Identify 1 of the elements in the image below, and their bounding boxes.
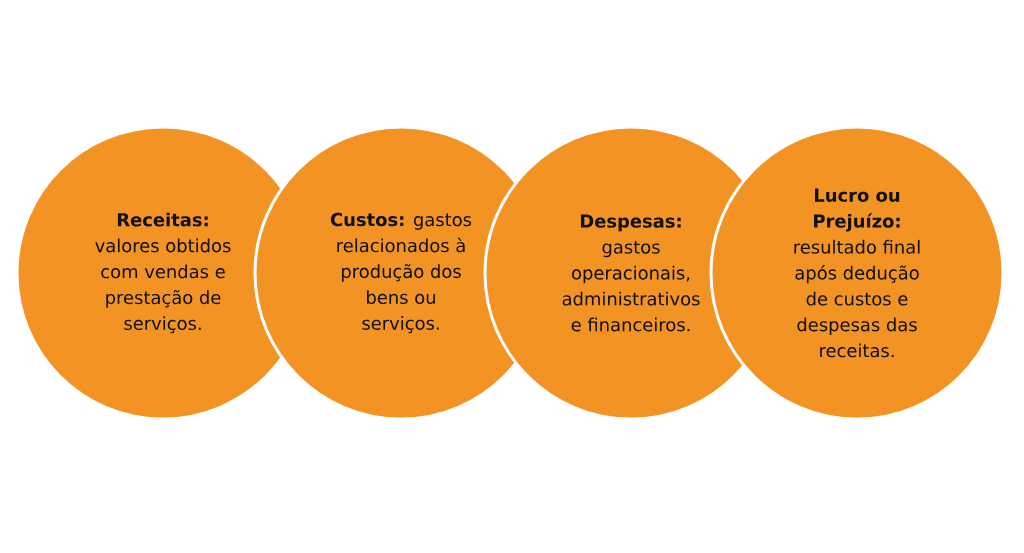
node-label: Lucro ou Prejuízo: resultado final após dedução de custos e despesas das receitas. — [794, 188, 920, 358]
